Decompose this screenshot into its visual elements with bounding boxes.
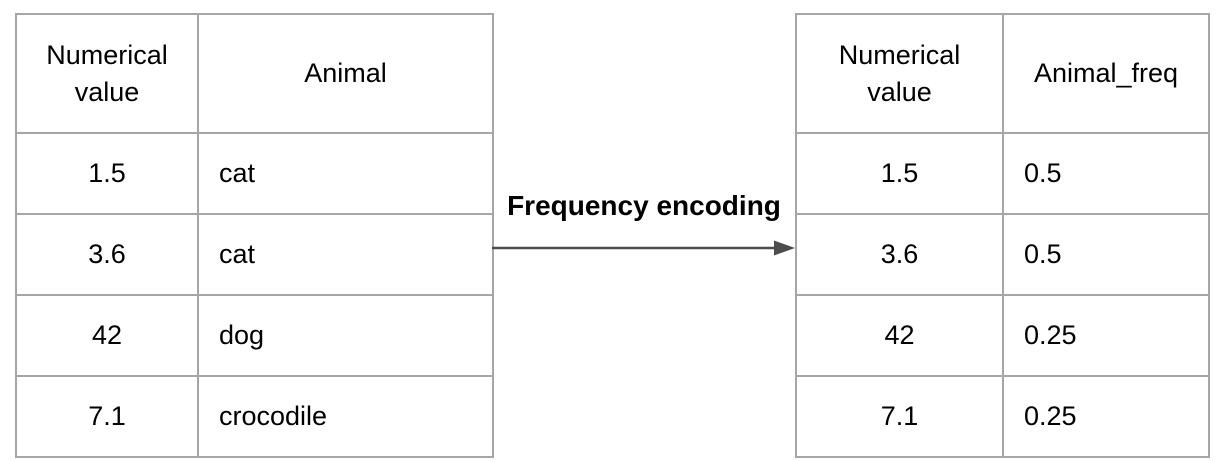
cell-animal: cat: [197, 213, 494, 296]
table-row: 42 0.25: [795, 294, 1210, 377]
encoded-header-animal-freq: Animal_freq: [1002, 13, 1210, 134]
encoded-table: Numerical value Animal_freq 1.5 0.5 3.6 …: [795, 13, 1210, 458]
cell-numerical-value: 42: [15, 294, 199, 377]
cell-animal-freq: 0.25: [1002, 375, 1210, 458]
table-row: 7.1 0.25: [795, 375, 1210, 458]
cell-animal-freq: 0.25: [1002, 294, 1210, 377]
table-row: 3.6 cat: [15, 213, 494, 296]
encoded-header-numerical-value: Numerical value: [795, 13, 1004, 134]
cell-numerical-value: 3.6: [15, 213, 199, 296]
table-row: 1.5 cat: [15, 132, 494, 215]
frequency-encoding-label: Frequency encoding: [507, 190, 781, 221]
cell-numerical-value: 1.5: [795, 132, 1004, 215]
table-row: 7.1 crocodile: [15, 375, 494, 458]
cell-numerical-value: 7.1: [15, 375, 199, 458]
table-row: 42 dog: [15, 294, 494, 377]
cell-animal: cat: [197, 132, 494, 215]
table-row: 3.6 0.5: [795, 213, 1210, 296]
header-label: Animal_freq: [1033, 58, 1179, 89]
cell-animal-freq: 0.5: [1002, 213, 1210, 296]
source-header-numerical-value: Numerical value: [15, 13, 199, 134]
cell-numerical-value: 1.5: [15, 132, 199, 215]
source-header-animal: Animal: [197, 13, 494, 134]
cell-animal: crocodile: [197, 375, 494, 458]
cell-animal-freq: 0.5: [1002, 132, 1210, 215]
encoded-table-header-row: Numerical value Animal_freq: [795, 13, 1210, 134]
source-table-header-row: Numerical value Animal: [15, 13, 494, 134]
header-label: Numerical value: [838, 40, 961, 107]
cell-numerical-value: 3.6: [795, 213, 1004, 296]
right-arrow-icon: [492, 240, 795, 256]
header-label: Numerical value: [46, 40, 168, 107]
cell-numerical-value: 42: [795, 294, 1004, 377]
table-row: 1.5 0.5: [795, 132, 1210, 215]
cell-animal: dog: [197, 294, 494, 377]
cell-numerical-value: 7.1: [795, 375, 1004, 458]
header-label: Animal: [304, 58, 387, 89]
source-table: Numerical value Animal 1.5 cat 3.6 cat 4…: [15, 13, 494, 458]
